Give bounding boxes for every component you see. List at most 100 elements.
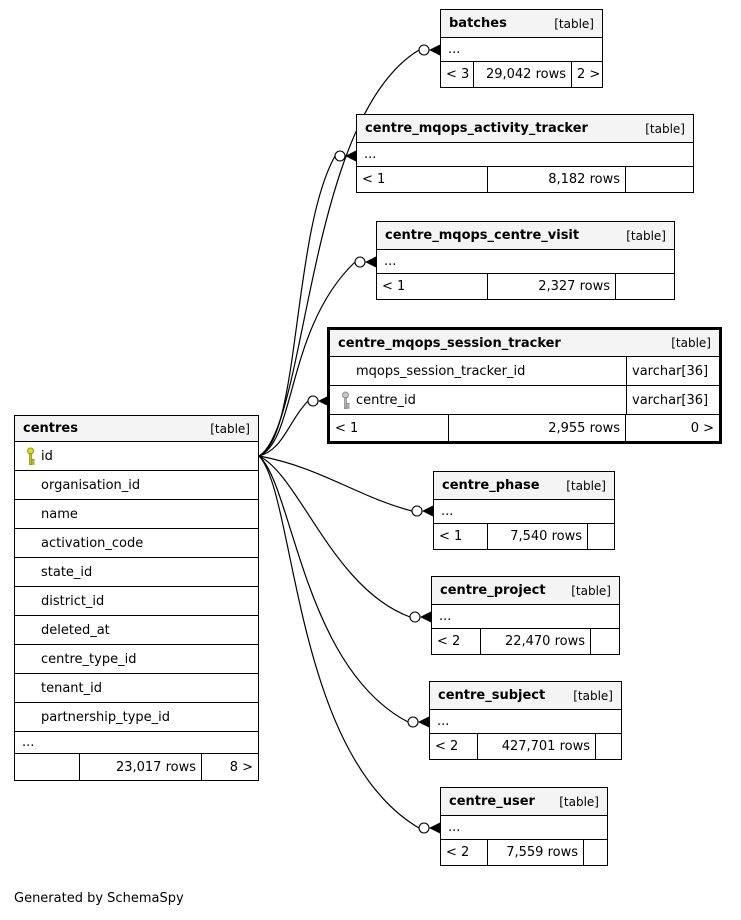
column-row: tenant_id bbox=[15, 674, 258, 703]
cardinality-circle-icon bbox=[307, 395, 319, 407]
row-count: 2,955 rows bbox=[448, 415, 625, 441]
column-name: id bbox=[41, 448, 53, 464]
table-footer: < 1 7,540 rows bbox=[434, 524, 614, 549]
table-centre-mqops-session-tracker: centre_mqops_session_tracker [table] mqo… bbox=[327, 327, 722, 444]
table-type-tag: [table] bbox=[573, 688, 613, 703]
table-header[interactable]: centre_mqops_session_tracker [table] bbox=[330, 330, 719, 357]
table-footer: < 2 22,470 rows bbox=[432, 629, 619, 654]
table-type-tag: [table] bbox=[566, 478, 606, 493]
collapsed-columns-row: ... bbox=[377, 250, 674, 274]
parents-count: < 2 bbox=[435, 739, 459, 754]
table-name[interactable]: centre_mqops_session_tracker bbox=[338, 335, 561, 351]
table-name[interactable]: centres bbox=[23, 421, 78, 436]
arrowhead-icon bbox=[365, 256, 376, 268]
column-row: partnership_type_id bbox=[15, 703, 258, 732]
row-count: 22,470 rows bbox=[480, 629, 590, 654]
table-type-tag: [table] bbox=[210, 421, 250, 436]
column-name: tenant_id bbox=[41, 680, 103, 696]
table-centre-user: centre_user [table] ... < 2 7,559 rows bbox=[440, 787, 608, 866]
children-count bbox=[590, 629, 619, 654]
table-name[interactable]: centre_subject bbox=[438, 688, 546, 703]
column-name-cell: centre_id bbox=[330, 386, 626, 414]
cardinality-circle-icon bbox=[409, 611, 421, 623]
column-row: deleted_at bbox=[15, 616, 258, 645]
column-name: centre_id bbox=[356, 392, 416, 408]
table-centre-mqops-centre-visit: centre_mqops_centre_visit [table] ... < … bbox=[376, 221, 675, 300]
table-header[interactable]: centre_subject [table] bbox=[430, 682, 621, 710]
collapsed-columns-row: ... bbox=[434, 500, 614, 524]
table-footer: < 1 2,327 rows bbox=[377, 274, 674, 299]
table-name[interactable]: centre_phase bbox=[442, 478, 540, 493]
table-name[interactable]: centre_user bbox=[449, 794, 535, 809]
column-name: organisation_id bbox=[41, 477, 141, 493]
column-name: deleted_at bbox=[41, 622, 110, 638]
collapsed-columns-row: ... bbox=[357, 143, 693, 167]
cardinality-circle-icon bbox=[334, 150, 346, 162]
arrowhead-icon bbox=[418, 716, 429, 728]
table-footer: < 1 8,182 rows bbox=[357, 167, 693, 192]
parents-count: < 1 bbox=[382, 279, 406, 294]
children-count bbox=[615, 274, 674, 299]
table-footer: 23,017 rows 8 > bbox=[15, 754, 258, 780]
column-row: activation_code bbox=[15, 529, 258, 558]
edge-centres-centre-user bbox=[258, 455, 420, 829]
column-row: state_id bbox=[15, 558, 258, 587]
arrowhead-icon bbox=[420, 611, 431, 623]
table-name[interactable]: centre_mqops_activity_tracker bbox=[365, 121, 588, 136]
edge-centres-activity-tracker bbox=[258, 155, 336, 457]
row-count: 29,042 rows bbox=[473, 62, 571, 87]
table-centres: centres [table] id organisation_id name bbox=[14, 415, 259, 781]
table-footer: < 3 29,042 rows 2 > bbox=[441, 62, 602, 87]
row-count: 7,540 rows bbox=[487, 524, 587, 549]
table-header[interactable]: centre_user [table] bbox=[441, 788, 607, 816]
column-name: activation_code bbox=[41, 535, 144, 551]
row-count: 7,559 rows bbox=[487, 840, 583, 865]
table-footer: < 2 7,559 rows bbox=[441, 840, 607, 865]
primary-key-icon bbox=[19, 447, 41, 466]
edge-centres-centre-phase bbox=[258, 455, 413, 512]
parents-count: < 3 bbox=[446, 67, 470, 82]
table-type-tag: [table] bbox=[554, 16, 594, 31]
arrowhead-icon bbox=[345, 150, 356, 162]
cardinality-circle-icon bbox=[418, 822, 430, 834]
parents-count: < 1 bbox=[335, 420, 359, 436]
collapsed-columns-row: ... bbox=[430, 710, 621, 734]
table-type-tag: [table] bbox=[559, 794, 599, 809]
table-type-tag: [table] bbox=[671, 336, 711, 350]
table-name[interactable]: centre_project bbox=[440, 583, 546, 598]
cardinality-circle-icon bbox=[407, 716, 419, 728]
foreign-key-icon bbox=[334, 391, 356, 410]
edge-centres-centre-project bbox=[258, 455, 411, 618]
column-row: mqops_session_tracker_id varchar[36] bbox=[330, 357, 719, 386]
edge-centres-centre-subject bbox=[258, 455, 409, 723]
column-name-cell: mqops_session_tracker_id bbox=[330, 357, 626, 385]
column-name: mqops_session_tracker_id bbox=[356, 363, 526, 379]
table-centre-mqops-activity-tracker: centre_mqops_activity_tracker [table] ..… bbox=[356, 114, 694, 193]
parents-count: < 1 bbox=[439, 529, 463, 544]
parents-count: < 2 bbox=[437, 634, 461, 649]
column-type: varchar[36] bbox=[626, 357, 719, 385]
table-batches: batches [table] ... < 3 29,042 rows 2 > bbox=[440, 9, 603, 88]
table-footer: < 2 427,701 rows bbox=[430, 734, 621, 759]
table-header[interactable]: centre_project [table] bbox=[432, 577, 619, 605]
table-header[interactable]: centre_phase [table] bbox=[434, 472, 614, 500]
collapsed-columns-row: ... bbox=[432, 605, 619, 629]
children-count: 8 > bbox=[201, 754, 258, 780]
table-name[interactable]: centre_mqops_centre_visit bbox=[385, 228, 580, 243]
table-type-tag: [table] bbox=[571, 583, 611, 598]
arrowhead-icon bbox=[429, 822, 440, 834]
table-name[interactable]: batches bbox=[449, 16, 507, 31]
table-centre-phase: centre_phase [table] ... < 1 7,540 rows bbox=[433, 471, 615, 550]
children-count: 0 > bbox=[625, 415, 719, 441]
table-header[interactable]: centres [table] bbox=[15, 416, 258, 442]
cardinality-circle-icon bbox=[411, 505, 423, 517]
table-header[interactable]: centre_mqops_activity_tracker [table] bbox=[357, 115, 693, 143]
table-type-tag: [table] bbox=[626, 228, 666, 243]
table-centre-project: centre_project [table] ... < 2 22,470 ro… bbox=[431, 576, 620, 655]
children-count bbox=[595, 734, 621, 759]
table-header[interactable]: centre_mqops_centre_visit [table] bbox=[377, 222, 674, 250]
table-header[interactable]: batches [table] bbox=[441, 10, 602, 38]
children-count bbox=[625, 167, 693, 192]
cardinality-circle-icon bbox=[354, 256, 366, 268]
